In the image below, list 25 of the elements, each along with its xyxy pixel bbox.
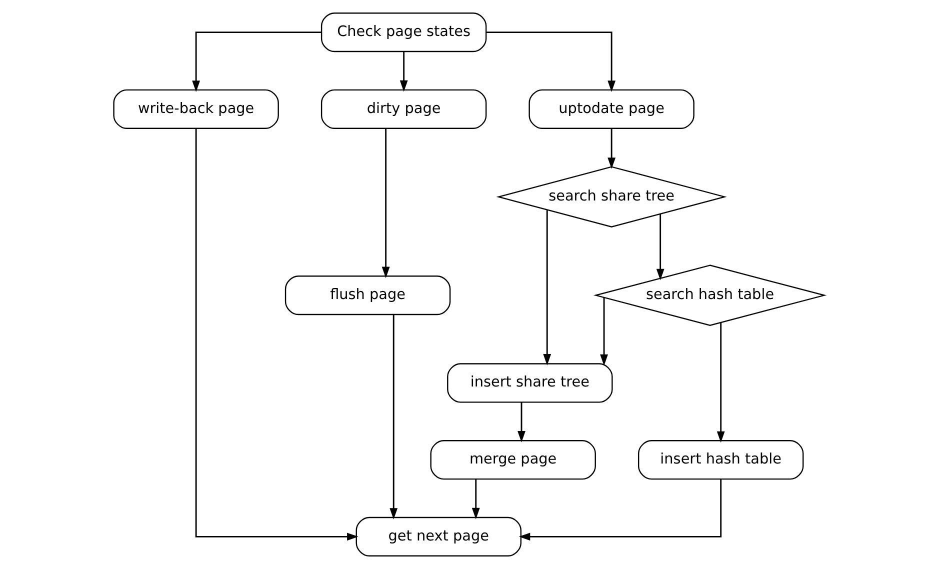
arrow — [517, 402, 525, 442]
node-box: insert share tree — [446, 363, 612, 403]
arrow — [518, 479, 722, 541]
arrow — [194, 128, 358, 541]
arrow — [607, 128, 616, 169]
arrow — [542, 210, 551, 366]
arrow — [600, 297, 608, 366]
node-box: uptodate page — [528, 89, 694, 129]
arrow — [716, 322, 724, 443]
node-box: get next page — [355, 516, 521, 556]
node-box: merge page — [430, 440, 596, 480]
node-box: flush page — [284, 276, 450, 316]
node-box: dirty page — [320, 89, 486, 129]
arrow — [389, 314, 398, 520]
arrow — [486, 32, 616, 92]
arrow — [381, 128, 390, 278]
node-box: write-back page — [112, 89, 278, 129]
node-box: insert hash table — [638, 440, 804, 480]
node-diamond: search share tree — [496, 166, 726, 228]
arrow — [399, 52, 408, 92]
arrow — [656, 214, 664, 280]
arrow — [192, 32, 321, 92]
node-diamond: search hash table — [592, 264, 826, 326]
arrow — [471, 479, 480, 520]
node-box: Check page states — [320, 12, 486, 52]
